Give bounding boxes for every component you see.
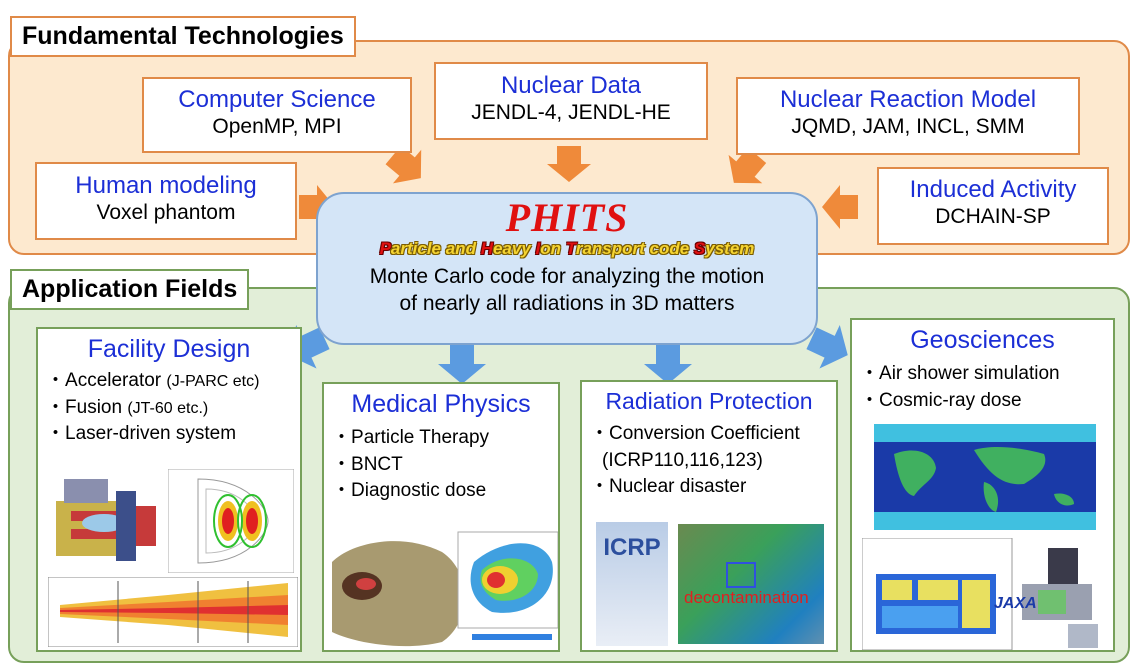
computer-science-title: Computer Science xyxy=(178,86,376,113)
radiation-item: ・Nuclear disaster xyxy=(590,476,747,498)
facility-item: ・Laser-driven system xyxy=(46,423,237,445)
phits-name: PHITS xyxy=(505,195,629,240)
geosciences-box: Geosciences ・Air shower simulation ・Cosm… xyxy=(850,318,1115,652)
nuclear-data-sub: JENDL-4, JENDL-HE xyxy=(471,100,671,124)
phits-full-name: Particle and Heavy Ion Transport code Sy… xyxy=(379,239,755,258)
medical-item: ・BNCT xyxy=(332,453,403,475)
facility-item: ・Accelerator (J-PARC etc) xyxy=(46,370,260,391)
nuclear-data-box: Nuclear Data JENDL-4, JENDL-HE xyxy=(434,62,708,140)
arrow-medical-physics xyxy=(438,344,486,384)
medical-dose-image xyxy=(332,531,558,647)
jaxa-facility-image: JAXA xyxy=(862,538,1098,650)
fusion-contour-image xyxy=(168,469,294,573)
nuclear-reaction-model-sub: JQMD, JAM, INCL, SMM xyxy=(791,114,1025,138)
application-fields-heading: Application Fields xyxy=(10,269,250,310)
decontamination-area-marker xyxy=(726,562,756,588)
geo-item: ・Air shower simulation xyxy=(860,363,1060,384)
icrp-report-image: ICRP xyxy=(596,522,668,646)
phits-description: Monte Carlo code for analyzing the motio… xyxy=(318,263,816,318)
medical-physics-box: Medical Physics ・Particle Therapy ・BNCT … xyxy=(322,382,560,652)
arrow-radiation-protection xyxy=(644,344,692,384)
jaxa-logo: JAXA xyxy=(994,595,1037,612)
accelerator-cutaway-image xyxy=(56,479,156,561)
arrow-induced-activity xyxy=(822,185,858,229)
computer-science-box: Computer Science OpenMP, MPI xyxy=(142,77,412,153)
human-modeling-sub: Voxel phantom xyxy=(96,200,236,224)
computer-science-sub: OpenMP, MPI xyxy=(212,114,342,138)
medical-item: ・Particle Therapy xyxy=(332,427,490,448)
laser-beam-plot-image xyxy=(48,577,298,647)
geo-item: ・Cosmic-ray dose xyxy=(860,389,1022,411)
icrp-label: ICRP xyxy=(603,534,661,561)
phits-center-box: PHITS Particle and Heavy Ion Transport c… xyxy=(316,192,818,345)
medical-item: ・Diagnostic dose xyxy=(332,480,487,502)
cosmic-ray-world-map-image xyxy=(874,424,1096,530)
geosciences-title: Geosciences xyxy=(910,326,1055,354)
nuclear-reaction-model-box: Nuclear Reaction Model JQMD, JAM, INCL, … xyxy=(736,77,1080,155)
induced-activity-title: Induced Activity xyxy=(909,176,1077,203)
human-modeling-title: Human modeling xyxy=(75,172,257,199)
radiation-protection-box: Radiation Protection ・Conversion Coeffic… xyxy=(580,380,838,652)
radiation-item: ・Conversion Coefficient xyxy=(590,423,800,444)
decontamination-map-image: decontamination xyxy=(678,524,824,644)
arrow-nuclear-data xyxy=(547,146,591,182)
induced-activity-sub: DCHAIN-SP xyxy=(935,204,1051,228)
decontamination-label: decontamination xyxy=(684,588,809,607)
nuclear-reaction-model-title: Nuclear Reaction Model xyxy=(779,86,1037,113)
facility-design-box: Facility Design ・Accelerator (J-PARC etc… xyxy=(36,327,302,652)
phits-description-line2: of nearly all radiations in 3D matters xyxy=(399,292,735,316)
medical-physics-title: Medical Physics xyxy=(351,390,531,418)
nuclear-data-title: Nuclear Data xyxy=(500,72,642,99)
fundamental-technologies-heading: Fundamental Technologies xyxy=(10,16,356,57)
radiation-item: (ICRP110,116,123) xyxy=(602,449,763,471)
phits-description-line1: Monte Carlo code for analyzing the motio… xyxy=(369,265,765,288)
facility-design-title: Facility Design xyxy=(87,335,251,363)
facility-item: ・Fusion (JT-60 etc.) xyxy=(46,396,209,418)
human-modeling-box: Human modeling Voxel phantom xyxy=(35,162,297,240)
induced-activity-box: Induced Activity DCHAIN-SP xyxy=(877,167,1109,245)
radiation-protection-title: Radiation Protection xyxy=(605,388,813,414)
